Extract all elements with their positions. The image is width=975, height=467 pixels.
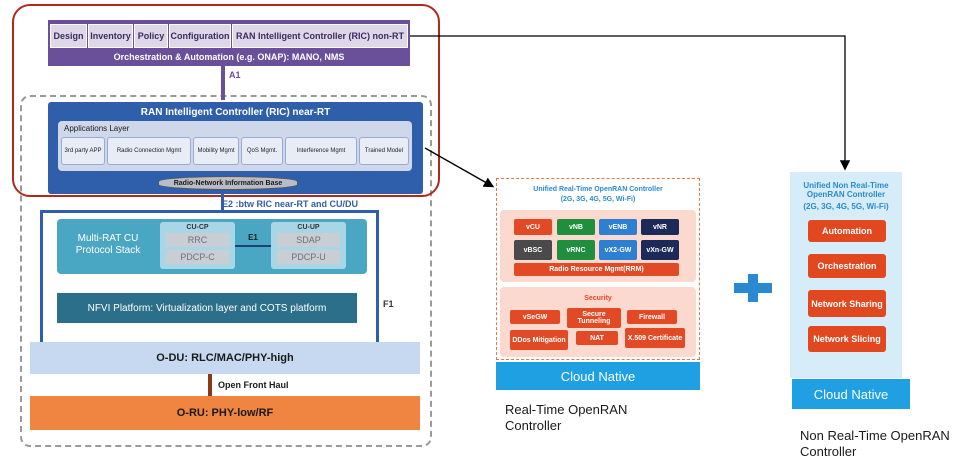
app-trained-model[interactable]: Trained Model (359, 137, 409, 165)
nrt-title: Unified Non Real-Time OpenRAN Controller (803, 181, 889, 199)
func-vnr[interactable]: vNR (641, 219, 679, 235)
e2-line-left (40, 210, 43, 342)
sec-ddos-mitigation[interactable]: DDos Mitigation (510, 330, 568, 350)
a1-label: A1 (229, 70, 241, 80)
applications-layer-title: Applications Layer (64, 124, 130, 133)
oru-block: O-RU: PHY-low/RF (30, 396, 420, 430)
sdap-box: SDAP (277, 233, 340, 247)
ric-highlight-outline (12, 4, 440, 197)
nrt-network-slicing[interactable]: Network Slicing (808, 326, 886, 352)
sec-secure-tunneling[interactable]: Secure Tunneling (567, 308, 621, 328)
pdcpu-box: PDCP-U (277, 250, 340, 264)
func-vbsc[interactable]: vBSC (514, 240, 552, 260)
rt-title: Unified Real-Time OpenRAN Controller (533, 185, 663, 193)
odu-block: O-DU: RLC/MAC/PHY-high (30, 342, 420, 374)
orchestration-label: Orchestration & Automation (e.g. ONAP): … (113, 52, 345, 62)
pdcpc-box: PDCP-C (166, 250, 229, 264)
tab-inventory[interactable]: Inventory (88, 24, 133, 48)
app-3rd-party[interactable]: 3rd party APP (61, 137, 105, 165)
e2-label: E2 :btw RIC near-RT and CU/DU (222, 199, 359, 209)
cuup-label: CU-UP (297, 223, 320, 231)
sec-vsegw[interactable]: vSeGW (510, 310, 560, 324)
fronthaul-label: Open Front Haul (218, 380, 289, 390)
rnib-cylinder: Radio-Network Information Base (158, 176, 298, 190)
sec-x509-certificate[interactable]: X.509 Certificate (625, 328, 685, 348)
func-vcu[interactable]: vCU (514, 219, 552, 235)
fronthaul-line (208, 374, 212, 396)
nrt-cloud-native[interactable]: Cloud Native (792, 379, 910, 409)
app-radio-connection[interactable]: Radio Connection Mgmt (107, 137, 191, 165)
f1-line (376, 210, 379, 342)
e1-label: E1 (248, 232, 258, 242)
rrm-bar[interactable]: Radio Resource Mgmt(RRM) (514, 263, 679, 276)
app-qos[interactable]: QoS Mgmt. (241, 137, 283, 165)
func-vnb[interactable]: vNB (557, 219, 595, 235)
app-mobility[interactable]: Mobility Mgmt (193, 137, 239, 165)
nrt-orchestration[interactable]: Orchestration (808, 254, 886, 278)
tab-design[interactable]: Design (50, 24, 87, 48)
e2-line-horizontal (40, 210, 378, 213)
tab-policy[interactable]: Policy (134, 24, 168, 48)
func-vrnc[interactable]: vRNC (557, 240, 595, 260)
nonrt-to-nrt-arrow (410, 35, 851, 171)
e2-line-down (221, 194, 224, 212)
cu-stack-label: Multi-RAT CU Protocol Stack (75, 233, 141, 256)
a1-line (221, 66, 225, 100)
rt-caption: Real-Time OpenRAN Controller (505, 402, 628, 433)
nrt-automation[interactable]: Automation (808, 220, 886, 242)
tab-ric-nonrt[interactable]: RAN Intelligent Controller (RIC) non-RT (232, 24, 408, 48)
nrt-subtitle: (2G, 3G, 4G, 5G, Wi-Fi) (803, 201, 889, 211)
cucp-label: CU-CP (186, 223, 209, 231)
ric-nearrt-title: RAN Intelligent Controller (RIC) near-RT (140, 106, 331, 118)
func-vx2-gw[interactable]: vX2-GW (599, 240, 637, 260)
security-title: Security (584, 294, 612, 302)
plus-icon (734, 274, 772, 302)
edge-boundary (20, 95, 432, 447)
rt-subtitle: (2G, 3G, 4G, 5G, Wi-Fi) (560, 195, 636, 203)
sec-firewall[interactable]: Firewall (627, 310, 677, 324)
nrt-caption: Non Real-Time OpenRAN Controller (800, 428, 950, 459)
rrc-box: RRC (166, 233, 229, 247)
app-interference[interactable]: Interference Mgmt (285, 137, 357, 165)
func-vxn-gw[interactable]: vXn-GW (641, 240, 679, 260)
f1-label: F1 (383, 299, 394, 309)
rt-cloud-native[interactable]: Cloud Native (496, 362, 700, 390)
tab-configuration[interactable]: Configuration (169, 24, 231, 48)
sec-nat[interactable]: NAT (576, 331, 618, 345)
e1-line (235, 245, 271, 247)
nrt-network-sharing[interactable]: Network Sharing (808, 290, 886, 317)
nfvi-block: NFVI Platform: Virtualization layer and … (57, 293, 357, 323)
func-venb[interactable]: vENB (599, 219, 637, 235)
